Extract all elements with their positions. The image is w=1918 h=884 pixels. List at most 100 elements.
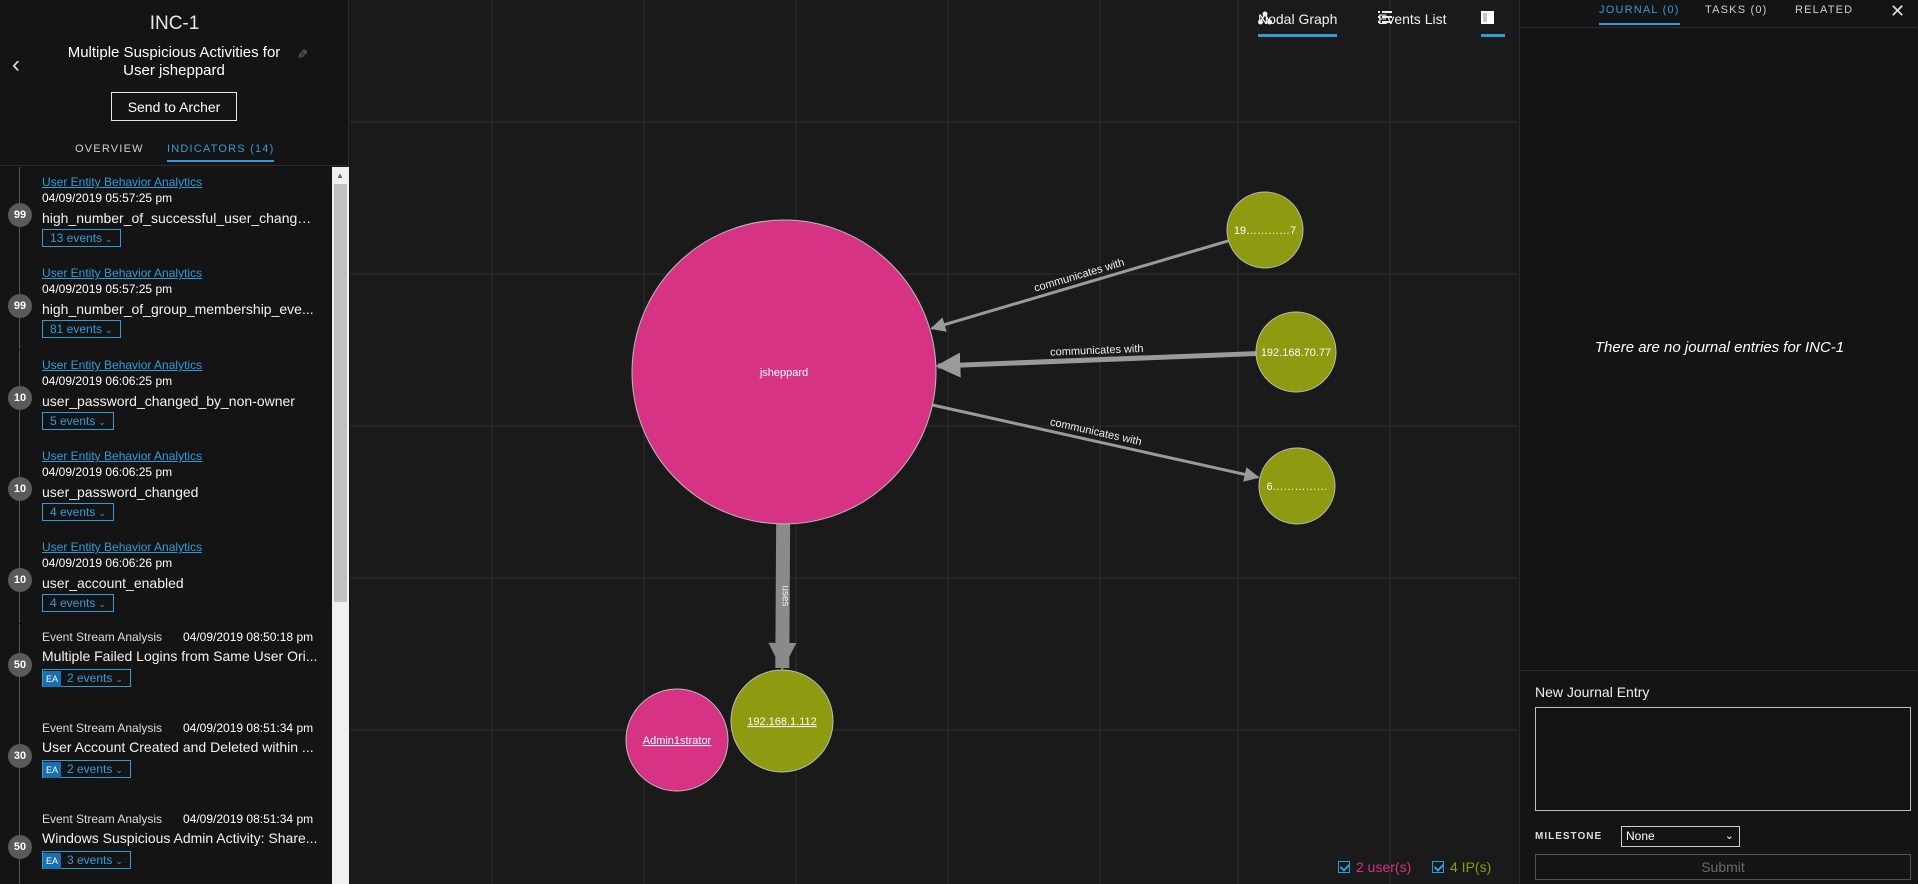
tab-divider [1520,27,1918,28]
timeline-line [19,715,20,744]
indicator-name: User Account Created and Deleted within … [42,739,314,755]
ip-node[interactable] [1258,447,1336,525]
indicator-source-link[interactable]: User Entity Behavior Analytics [42,266,203,280]
indicator-name: user_account_enabled [42,575,184,591]
ip-node[interactable] [730,669,834,773]
milestone-select[interactable]: None ⌄ [1621,826,1740,847]
events-dropdown-button[interactable]: 4 events⌄ [42,503,114,521]
milestone-label: MILESTONE [1535,831,1603,842]
risk-score-badge: 10 [8,477,32,501]
tab-nodal-graph[interactable]: Nodal Graph [1258,11,1338,37]
journal-form: New Journal Entry MILESTONE None ⌄ Submi… [1520,670,1918,884]
ea-badge: EA [43,762,61,778]
ip-node[interactable] [1255,311,1337,393]
indicator-source-link[interactable]: User Entity Behavior Analytics [42,175,203,189]
graph-edge[interactable] [768,523,797,671]
indicator-source-link[interactable]: User Entity Behavior Analytics [42,540,203,554]
events-count: 2 events [67,762,113,776]
events-count: 4 events [50,505,96,519]
edge-label: uses [780,585,791,606]
panel-toggle-button[interactable] [1481,11,1505,37]
graph-edge[interactable] [930,239,1229,332]
events-count: 5 events [50,414,96,428]
risk-score-badge: 10 [8,568,32,592]
pencil-icon[interactable]: ✎ [294,48,310,60]
events-dropdown-button[interactable]: 4 events⌄ [42,594,114,612]
timeline-line [19,167,20,203]
chevron-down-icon: ⌄ [115,856,123,866]
chevron-down-icon: ⌄ [98,599,106,609]
events-count: 13 events [50,231,103,245]
ea-badge: EA [43,671,61,687]
scrollbar-thumb[interactable] [334,184,347,602]
graph-edge[interactable] [935,351,1257,378]
events-count: 2 events [67,671,113,685]
tab-events-list-label: Events List [1378,11,1447,27]
events-count: 3 events [67,853,113,867]
risk-score-badge: 10 [8,386,32,410]
timeline-line [19,677,20,715]
journal-entry-textarea[interactable] [1535,707,1911,811]
incident-id: INC-1 [149,13,200,34]
checkbox-users[interactable] [1338,861,1350,873]
events-dropdown-button[interactable]: 5 events⌄ [42,412,114,430]
timeline-line [19,410,20,441]
ip-node[interactable] [1226,191,1304,269]
close-icon[interactable]: ✕ [1890,1,1906,21]
timeline-line [19,532,20,568]
legend-users[interactable]: 2 user(s) [1338,859,1411,875]
tab-indicators[interactable]: INDICATORS (14) [167,143,275,162]
scrollbar[interactable]: ▲ [332,167,349,884]
left-tabs: OVERVIEW INDICATORS (14) [0,140,349,166]
checkbox-ips[interactable] [1432,861,1444,873]
indicator-timestamp: 04/09/2019 05:57:25 pm [42,191,173,205]
indicator-source-link[interactable]: User Entity Behavior Analytics [42,449,203,463]
back-icon[interactable]: ‹ [12,51,20,78]
user-node[interactable] [625,688,729,792]
timeline-line [19,501,20,532]
tab-journal[interactable]: JOURNAL (0) [1599,4,1680,25]
chevron-down-icon: ⌄ [115,765,123,775]
indicator-name: Multiple Failed Logins from Same User Or… [42,648,318,664]
timeline-line [19,768,20,806]
indicator-source-link[interactable]: User Entity Behavior Analytics [42,358,203,372]
events-dropdown-button[interactable]: EA 2 events⌄ [42,760,131,778]
tab-related[interactable]: RELATED [1795,4,1854,16]
indicator-timestamp: 04/09/2019 05:57:25 pm [42,282,173,296]
events-dropdown-button[interactable]: EA 3 events⌄ [42,851,131,869]
indicator-timestamp: 04/09/2019 08:51:34 pm [183,721,314,735]
legend-users-label: 2 user(s) [1356,859,1412,875]
submit-button[interactable]: Submit [1535,854,1911,880]
scroll-up-icon[interactable]: ▲ [336,171,344,180]
chevron-down-icon: ⌄ [1724,830,1734,842]
tab-tasks[interactable]: TASKS (0) [1705,4,1768,16]
indicator-source: Event Stream Analysis [42,812,163,826]
ea-badge: EA [43,853,61,869]
events-dropdown-button[interactable]: 81 events⌄ [42,320,121,338]
tab-events-list[interactable]: Events List [1378,11,1446,37]
graph-grid [350,0,1518,884]
timeline-line [19,441,20,477]
journal-empty-message: There are no journal entries for INC-1 [1594,339,1845,356]
graph-edge[interactable] [932,403,1260,482]
user-node[interactable] [631,219,937,525]
node-label: jsheppard [759,367,808,379]
timeline-line [19,227,20,258]
legend-ips[interactable]: 4 IP(s) [1432,859,1491,875]
timeline-line [19,624,20,653]
send-to-archer-button[interactable]: Send to Archer [111,92,237,121]
tab-overview[interactable]: OVERVIEW [75,143,144,155]
legend-ips-label: 4 IP(s) [1450,859,1492,875]
events-dropdown-button[interactable]: 13 events⌄ [42,229,121,247]
